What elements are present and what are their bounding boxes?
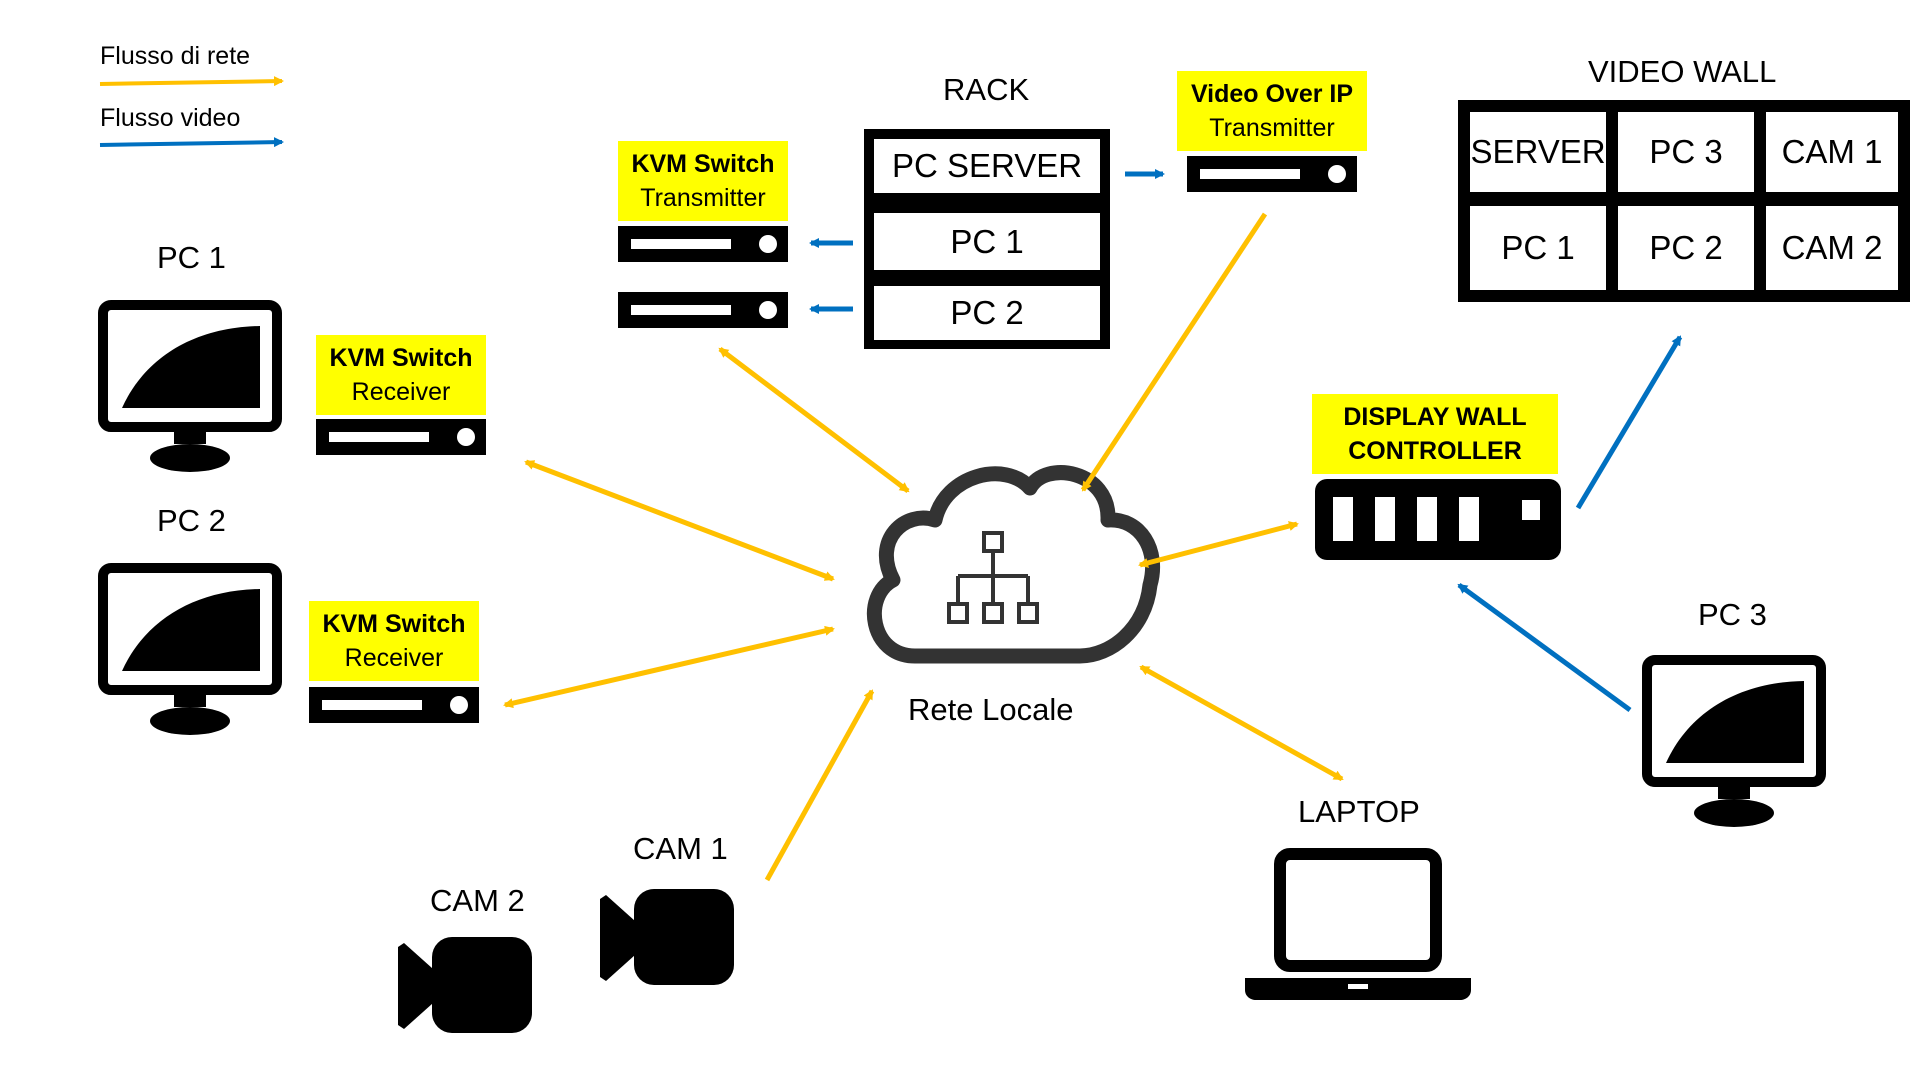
video-wall-cell-cam1: CAM 1	[1781, 133, 1883, 170]
rack	[864, 129, 1110, 349]
video-over-ip-subtitle: Transmitter	[1209, 114, 1335, 142]
cam1-label: CAM 1	[633, 831, 728, 866]
network-label: Rete Locale	[908, 692, 1074, 727]
kvm-transmitter-label: KVM Switch Transmitter	[618, 141, 788, 221]
rack-slot-pc1: PC 1	[950, 222, 1024, 260]
video-flow-arrows	[809, 169, 1683, 713]
kvm-transmitter-title: KVM Switch	[631, 150, 775, 178]
video-wall-title: VIDEO WALL	[1588, 54, 1777, 89]
display-wall-controller-line1: DISPLAY WALL	[1343, 403, 1527, 431]
video-over-ip-label: Video Over IP Transmitter	[1177, 71, 1367, 151]
video-wall-cell-pc3: PC 3	[1649, 133, 1723, 170]
laptop-icon	[1245, 848, 1471, 1000]
kvm-transmitter-device-1	[618, 226, 788, 262]
cam1-camera-icon	[600, 889, 734, 985]
video-over-ip-device	[1187, 156, 1357, 192]
pc2-monitor-icon	[103, 568, 277, 735]
video-wall-cell-cam2: CAM 2	[1781, 229, 1883, 266]
kvm-receiver-1-subtitle: Receiver	[351, 378, 451, 406]
cloud-network-icon	[866, 465, 1161, 664]
pc3-label: PC 3	[1698, 597, 1767, 632]
kvm-transmitter-subtitle: Transmitter	[640, 184, 766, 212]
laptop-label: LAPTOP	[1298, 794, 1420, 829]
video-wall-cell-pc2: PC 2	[1649, 229, 1723, 266]
pc3-monitor-icon	[1647, 660, 1821, 827]
video-wall-cell-server: SERVER	[1470, 133, 1606, 170]
legend-video-label: Flusso video	[100, 104, 241, 132]
video-wall-cell-pc1: PC 1	[1501, 229, 1575, 266]
network-flow-arrows	[503, 212, 1344, 882]
kvm-transmitter-device-2	[618, 292, 788, 328]
rack-title: RACK	[943, 72, 1030, 107]
kvm-receiver-device-1	[316, 419, 486, 455]
pc1-monitor-icon	[103, 305, 277, 472]
pc1-label: PC 1	[157, 240, 226, 275]
legend-video-arrow	[99, 137, 284, 148]
video-over-ip-title: Video Over IP	[1190, 80, 1354, 108]
kvm-receiver-device-2	[309, 687, 479, 723]
cam2-label: CAM 2	[430, 883, 525, 918]
cam2-camera-icon	[398, 937, 532, 1033]
display-wall-controller-label: DISPLAY WALL CONTROLLER	[1312, 394, 1558, 474]
pc2-label: PC 2	[157, 503, 226, 538]
video-wall-grid	[1458, 100, 1910, 302]
kvm-receiver-2-label: KVM Switch Receiver	[309, 601, 479, 681]
kvm-receiver-1-label: KVM Switch Receiver	[316, 335, 486, 415]
legend-network-label: Flusso di rete	[100, 42, 251, 70]
display-wall-controller-device	[1315, 479, 1561, 560]
rack-slot-pc-server: PC SERVER	[891, 147, 1083, 184]
kvm-receiver-2-title: KVM Switch	[322, 610, 466, 638]
kvm-receiver-1-title: KVM Switch	[329, 344, 473, 372]
kvm-receiver-2-subtitle: Receiver	[344, 644, 444, 672]
legend-network-arrow	[99, 76, 284, 87]
display-wall-controller-line2: CONTROLLER	[1348, 437, 1522, 465]
rack-slot-pc2: PC 2	[950, 294, 1024, 331]
